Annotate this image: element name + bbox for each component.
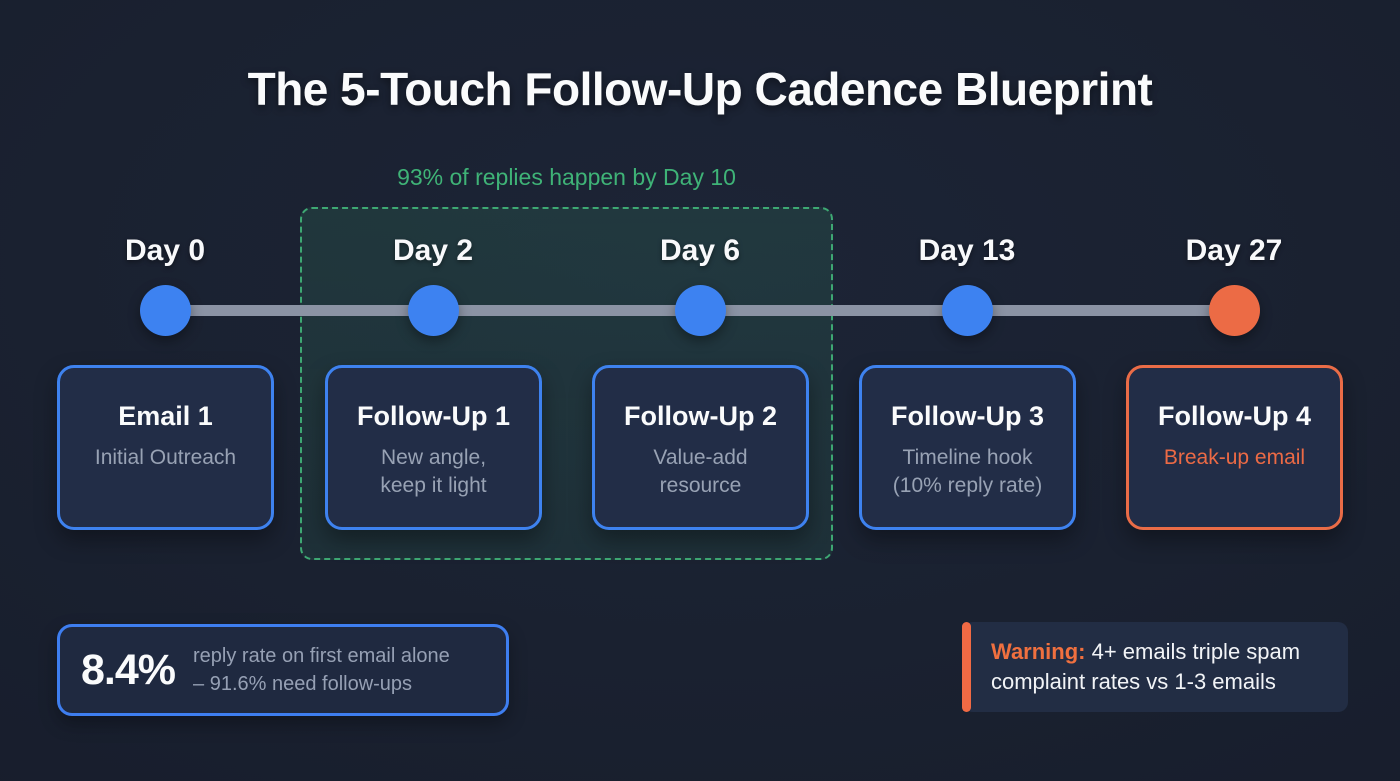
touch-card: Follow-Up 3 Timeline hook (10% reply rat… bbox=[859, 365, 1076, 530]
timeline-dot bbox=[1209, 285, 1260, 336]
timeline-dot bbox=[942, 285, 993, 336]
stat-value: 8.4% bbox=[81, 645, 176, 694]
spam-warning-card: Warning: 4+ emails triple spam complaint… bbox=[962, 622, 1348, 712]
warning-text: Warning: 4+ emails triple spam complaint… bbox=[963, 637, 1348, 696]
warning-label: Warning: bbox=[991, 639, 1086, 665]
touch-card: Follow-Up 2 Value-add resource bbox=[592, 365, 809, 530]
warning-message: 4+ emails triple spam complaint rates vs… bbox=[991, 639, 1301, 694]
timeline-dot bbox=[675, 285, 726, 336]
day-label: Day 6 bbox=[659, 234, 741, 267]
highlight-annotation: 93% of replies happen by Day 10 bbox=[397, 164, 736, 190]
touch-card: Email 1 Initial Outreach bbox=[57, 365, 274, 530]
card-title: Follow-Up 3 bbox=[891, 401, 1044, 431]
card-title: Follow-Up 1 bbox=[357, 401, 510, 431]
day-label: Day 2 bbox=[392, 234, 474, 267]
touch-card: Follow-Up 1 New angle, keep it light bbox=[325, 365, 542, 530]
touch-card: Follow-Up 4 Break-up email bbox=[1126, 365, 1343, 530]
page-title: The 5-Touch Follow-Up Cadence Blueprint bbox=[247, 63, 1153, 115]
warning-accent-bar bbox=[962, 622, 971, 712]
reply-rate-stat-card: 8.4% reply rate on first email alone – 9… bbox=[57, 624, 509, 716]
timeline-dot bbox=[140, 285, 191, 336]
card-title: Email 1 bbox=[118, 401, 213, 431]
card-subtitle: Value-add resource bbox=[653, 446, 748, 497]
day-label: Day 27 bbox=[1185, 234, 1283, 267]
card-title: Follow-Up 4 bbox=[1158, 401, 1311, 431]
day-label: Day 0 bbox=[124, 234, 206, 267]
stat-description: reply rate on first email alone – 91.6% … bbox=[193, 644, 450, 695]
card-subtitle: Initial Outreach bbox=[94, 446, 237, 469]
card-subtitle: New angle, keep it light bbox=[380, 446, 487, 497]
card-subtitle: Break-up email bbox=[1163, 446, 1306, 469]
day-label: Day 13 bbox=[918, 234, 1016, 267]
card-title: Follow-Up 2 bbox=[624, 401, 777, 431]
timeline-dot bbox=[408, 285, 459, 336]
card-subtitle: Timeline hook (10% reply rate) bbox=[892, 446, 1043, 497]
